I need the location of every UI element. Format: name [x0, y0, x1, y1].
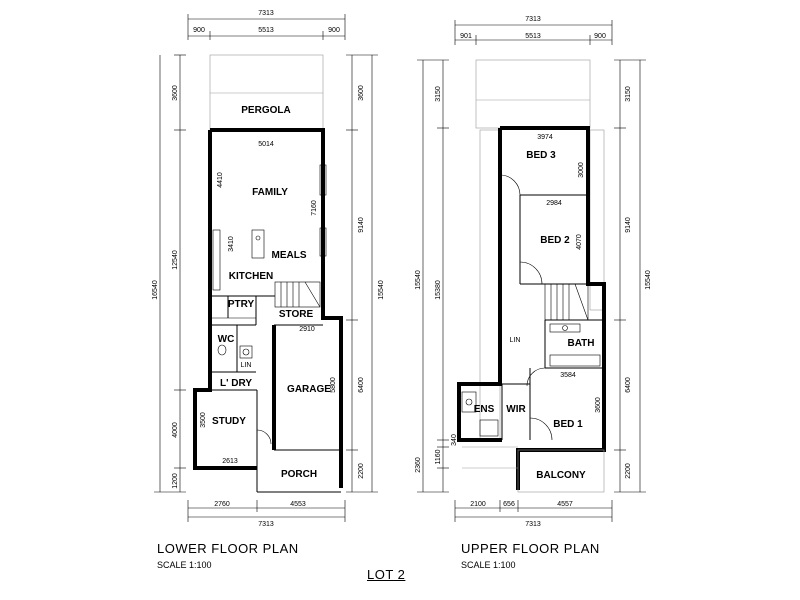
lower-dim-left-c: 4000 — [172, 422, 179, 438]
lower-dim-bottom-total: 7313 — [258, 521, 274, 528]
room-label-pergola: PERGOLA — [241, 105, 290, 116]
lower-dim-right-c: 6400 — [358, 377, 365, 393]
lower-left-dimensions: 3600 12540 4000 1200 16540 — [152, 54, 186, 493]
lower-dim-left-a: 3600 — [172, 85, 179, 101]
room-label-store: STORE — [279, 309, 314, 320]
lower-dim-bottom-right: 4553 — [290, 501, 306, 508]
upper-dim-bottom-total: 7313 — [525, 521, 541, 528]
lower-dim-top-mid: 5513 — [258, 27, 274, 34]
lower-dim-family-h: 4410 — [217, 172, 224, 188]
lower-right-dimensions: 3600 9140 6400 2200 15540 — [346, 54, 385, 493]
upper-dim-left-total: 15540 — [415, 270, 422, 290]
lower-dim-family-w: 5014 — [258, 141, 274, 148]
upper-dim-bed2-w: 2984 — [546, 200, 562, 207]
upper-dim-top-left: 901 — [460, 33, 472, 40]
upper-dim-right-d: 2200 — [625, 463, 632, 479]
room-label-bed1: BED 1 — [553, 419, 583, 430]
room-label-ens: ENS — [474, 404, 495, 415]
upper-dim-left-c: 2360 — [415, 457, 422, 473]
room-label-balcony: BALCONY — [536, 470, 586, 481]
room-label-meals: MEALS — [272, 250, 307, 261]
upper-floor-plan-scale: SCALE 1:100 — [461, 560, 516, 570]
lower-dim-study-w: 2613 — [222, 458, 238, 465]
lower-dim-left-b: 12540 — [172, 250, 179, 270]
upper-dim-bottom-right: 4557 — [557, 501, 573, 508]
room-label-study: STUDY — [212, 416, 246, 427]
upper-stairs — [544, 283, 589, 321]
room-label-ptry: PTRY — [228, 299, 255, 310]
room-label-wir: WIR — [506, 404, 526, 415]
upper-dim-top-mid: 5513 — [525, 33, 541, 40]
lower-dim-right-a: 3600 — [358, 85, 365, 101]
room-label-bed2: BED 2 — [540, 235, 570, 246]
upper-dim-top-total: 7313 — [525, 16, 541, 23]
room-label-garage: GARAGE — [287, 384, 331, 395]
lower-dim-right-total: 15540 — [378, 280, 385, 300]
lower-dim-left-d: 1200 — [172, 473, 179, 489]
lower-dim-top-total: 7313 — [258, 10, 274, 17]
upper-dim-bottom-left: 2100 — [470, 501, 486, 508]
lower-dim-kitchen-d: 3410 — [228, 236, 235, 252]
room-label-kitchen: KITCHEN — [229, 271, 273, 282]
upper-left-dimensions: 3150 15380 340 1160 2360 15540 — [415, 59, 458, 493]
lower-floor-plan-scale: SCALE 1:100 — [157, 560, 212, 570]
lower-pergola-outline — [209, 54, 324, 131]
upper-dim-left-d: 1160 — [435, 449, 442, 464]
lower-top-dimensions: 7313 900 5513 900 — [187, 10, 346, 40]
lower-dim-left-total: 16540 — [152, 280, 159, 300]
upper-floor-plan-title: UPPER FLOOR PLAN — [461, 541, 600, 556]
lower-stairs — [274, 281, 321, 308]
upper-dim-bottom-mid: 656 — [503, 501, 515, 508]
lower-dim-family-d: 7160 — [311, 200, 318, 216]
upper-dim-left-e: 340 — [451, 434, 458, 446]
upper-dim-left-a: 3150 — [435, 86, 442, 102]
lower-dim-right-b: 9140 — [358, 217, 365, 233]
lower-dim-top-left: 900 — [193, 27, 205, 34]
upper-top-dimensions: 7313 901 5513 900 — [454, 16, 613, 45]
upper-dim-right-a: 3150 — [625, 86, 632, 102]
lower-dim-right-d: 2200 — [358, 463, 365, 479]
upper-dim-bed3-h: 3000 — [578, 162, 585, 178]
lower-floor-plan-title: LOWER FLOOR PLAN — [157, 541, 299, 556]
upper-dim-right-total: 15540 — [645, 270, 652, 290]
room-label-ldry: L' DRY — [220, 378, 252, 389]
lower-dim-top-right: 900 — [328, 27, 340, 34]
room-label-upper-lin: LIN — [510, 337, 521, 344]
room-label-bed3: BED 3 — [526, 150, 556, 161]
upper-floor-plan: 7313 901 5513 900 3150 15380 340 1160 23… — [415, 16, 652, 528]
room-label-family: FAMILY — [252, 187, 288, 198]
lot-label: LOT 2 — [367, 567, 406, 582]
upper-dim-bed1-h: 3600 — [595, 397, 602, 413]
room-label-wc: WC — [218, 334, 235, 345]
lower-bottom-dimensions: 2760 4553 7313 — [187, 500, 346, 528]
upper-bottom-dimensions: 2100 656 4557 7313 — [454, 500, 613, 528]
lower-dim-bottom-left: 2760 — [214, 501, 230, 508]
upper-dim-right-b: 9140 — [625, 217, 632, 233]
upper-right-dimensions: 3150 9140 6400 2200 15540 — [614, 59, 652, 493]
lower-dim-store-w: 2910 — [299, 326, 315, 333]
lower-floor-plan: 7313 900 5513 900 3600 12540 4000 1200 1… — [152, 10, 385, 528]
upper-dim-bed3-w: 3974 — [537, 134, 553, 141]
lower-dim-garage-d: 5800 — [330, 377, 337, 393]
upper-dim-bath-w: 3584 — [560, 372, 576, 379]
upper-dim-bed2-h: 4070 — [576, 234, 583, 250]
upper-roof-outline — [475, 59, 591, 129]
lower-dim-study-h: 3500 — [200, 412, 207, 428]
upper-dim-right-c: 6400 — [625, 377, 632, 393]
lower-kitchen-island — [251, 229, 265, 259]
lower-kitchen-bench — [212, 229, 221, 291]
upper-dim-left-b: 15380 — [435, 280, 442, 300]
upper-dim-top-right: 900 — [594, 33, 606, 40]
room-label-lower-lin: LIN — [241, 362, 252, 369]
room-label-bath: BATH — [567, 338, 594, 349]
room-label-porch: PORCH — [281, 469, 317, 480]
